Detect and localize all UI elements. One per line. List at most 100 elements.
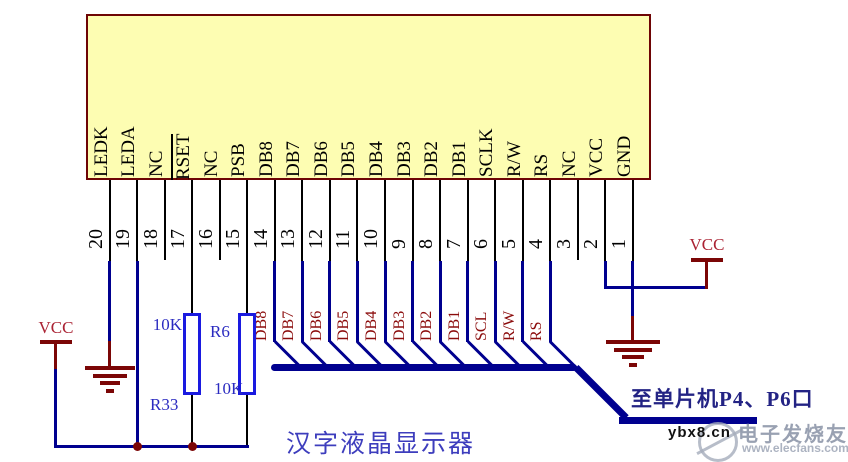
- pin-20-label: LEDK: [90, 126, 112, 177]
- vcc-pin-wire: [603, 261, 607, 289]
- resistor-r33: [183, 313, 201, 395]
- bus-pin-wire: [438, 261, 442, 342]
- bus-pin-wire: [355, 261, 359, 342]
- pin-4-label: RS: [531, 153, 553, 177]
- pin-17-number: 17: [167, 229, 190, 249]
- r33-lower-wire: [191, 395, 194, 448]
- pin-7-number: 7: [442, 239, 465, 249]
- elecfans-brand-watermark: 电子发烧友: [738, 424, 848, 446]
- vcc-left-wire: [54, 369, 57, 447]
- pin-13-number: 13: [277, 229, 300, 249]
- pin-1-number: 1: [607, 239, 630, 249]
- pin-6-label: SCLK: [476, 128, 498, 177]
- pin-14-number: 14: [249, 229, 272, 249]
- pin-18-label: NC: [145, 150, 167, 177]
- gnd-pin-stem: [631, 316, 635, 341]
- pin-16-label: NC: [200, 150, 222, 177]
- ledk-wire: [108, 261, 111, 343]
- pin-15-number: 15: [222, 229, 245, 249]
- caption-lcd-display: 汉字液晶显示器: [286, 431, 476, 458]
- bus-pin-wire: [328, 261, 332, 342]
- pin-8-number: 8: [415, 239, 438, 249]
- gnd-right-bar: [622, 355, 645, 359]
- bus-horizontal: [271, 364, 577, 371]
- pin-14-stub: [273, 180, 276, 262]
- pin-10-label: DB4: [366, 141, 387, 177]
- pin-8-stub: [439, 180, 442, 262]
- pin-18-number: 18: [139, 229, 162, 249]
- r6-lower-wire: [246, 395, 249, 448]
- pin-11-label: DB5: [338, 141, 360, 177]
- net-label-DB7: DB7: [280, 310, 298, 341]
- pin-19-stub: [136, 180, 139, 262]
- net-label-RS: RS: [528, 321, 546, 341]
- resistor-r6: [238, 313, 256, 395]
- pin-1-stub: [631, 180, 634, 262]
- pin-10-number: 10: [360, 229, 382, 249]
- gnd-pin-wire: [631, 261, 635, 318]
- pin-9-stub: [411, 180, 414, 262]
- bus-diagonal: [573, 365, 629, 421]
- net-label-R/W: R/W: [500, 310, 518, 341]
- elecfans-logo-icon: [698, 422, 738, 462]
- junction-dot: [187, 442, 197, 451]
- gnd-left-bar: [85, 366, 135, 370]
- gnd-left-bar: [100, 381, 120, 385]
- pin-2-number: 2: [580, 239, 603, 249]
- vcc-right-bar: [691, 258, 723, 262]
- bus-pin-wire: [300, 261, 304, 342]
- pin-2-label: VCC: [586, 137, 608, 177]
- pin-17-stub: [191, 180, 194, 313]
- net-label-DB2: DB2: [418, 310, 436, 341]
- vcc-right-label: VCC: [689, 235, 725, 254]
- gnd-right-bar: [629, 362, 638, 367]
- pin-6-stub: [494, 180, 497, 262]
- caption-bus-destination: 至单片机P4、P6口: [631, 387, 814, 411]
- pin-13-stub: [301, 180, 304, 262]
- ybx8-watermark: ybx8.cn: [668, 424, 731, 441]
- vcc-left-label: VCC: [38, 318, 74, 337]
- pin-6-number: 6: [470, 239, 493, 249]
- net-label-DB4: DB4: [363, 310, 380, 341]
- pin-10-stub: [384, 180, 386, 262]
- pin-9-label: DB3: [393, 141, 415, 177]
- vcc-pin-hwire: [603, 286, 708, 289]
- pin-2-stub: [604, 180, 607, 262]
- net-label-DB1: DB1: [445, 310, 463, 341]
- bus-pin-wire: [411, 261, 415, 342]
- gnd-left-bar: [106, 388, 114, 393]
- lcd-module-box: [86, 14, 651, 180]
- resistor-r6-value: 10K: [214, 379, 244, 398]
- pin-19-number: 19: [112, 229, 135, 249]
- pin-14-label: DB8: [255, 141, 277, 177]
- pin-3-stub: [576, 180, 579, 260]
- junction-dot: [132, 442, 142, 451]
- net-label-DB6: DB6: [307, 310, 325, 341]
- pin-15-stub: [246, 180, 249, 313]
- pin-9-number: 9: [387, 239, 410, 249]
- pin-8-label: DB2: [421, 141, 443, 177]
- pin-20-stub: [108, 180, 111, 262]
- pin-20-number: 20: [84, 229, 107, 249]
- pin-11-number: 11: [332, 229, 355, 249]
- pin-13-label: DB7: [283, 141, 305, 177]
- pin-4-number: 4: [525, 239, 548, 249]
- pin-3-label: NC: [558, 150, 580, 177]
- pin-12-number: 12: [304, 229, 327, 249]
- pin-19-label: LEDA: [118, 126, 140, 177]
- elecfans-url-watermark: www.elecfans.com: [742, 441, 848, 455]
- gnd-right-bar: [606, 340, 661, 344]
- resistor-r33-value: 10K: [152, 315, 182, 334]
- leda-wire: [135, 261, 139, 447]
- pin-3-number: 3: [552, 239, 575, 249]
- gnd-right-bar: [614, 347, 653, 352]
- ledk-gnd-stem: [108, 341, 111, 367]
- pin-5-stub: [521, 180, 524, 262]
- pin-5-number: 5: [497, 239, 520, 249]
- pin-4-stub: [549, 180, 552, 262]
- pin-12-stub: [328, 180, 331, 262]
- bus-pin-wire: [548, 261, 552, 342]
- pin-7-stub: [466, 180, 469, 262]
- bus-pin-wire: [383, 261, 387, 342]
